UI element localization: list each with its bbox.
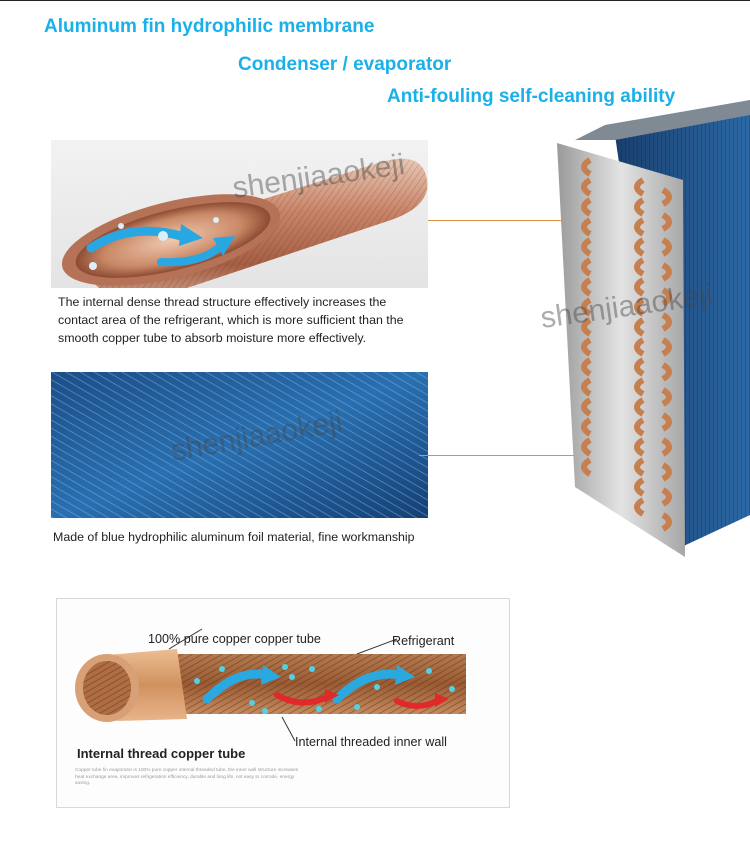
blue-fin-illustration — [51, 372, 428, 518]
pipe-cutaway-illustration — [61, 158, 428, 288]
leader-line-pipe — [428, 220, 568, 221]
top-border-line — [0, 0, 750, 1]
fin-description: Made of blue hydrophilic aluminum foil m… — [53, 530, 415, 544]
copper-tube-bends — [581, 157, 672, 532]
heading-line-1: Aluminum fin hydrophilic membrane — [44, 16, 375, 37]
blue-fin-image — [51, 372, 428, 518]
evaporator-product-image — [545, 95, 750, 565]
evaporator-illustration — [557, 100, 750, 557]
heading-line-2: Condenser / evaporator — [238, 54, 452, 75]
tube-diagram-title: Internal thread copper tube — [77, 746, 246, 761]
leader-line-fin — [419, 455, 711, 456]
label-refrigerant: Refrigerant — [392, 634, 455, 648]
label-inner-wall: Internal threaded inner wall — [295, 735, 447, 749]
tube-diagram-card — [56, 598, 510, 808]
label-copper-tube: 100% pure copper copper tube — [148, 632, 321, 646]
tube-fine-print: Copper tube fin evaporator is 100% pure … — [75, 768, 299, 786]
pipe-description: The internal dense thread structure effe… — [58, 295, 404, 345]
heading-line-3: Anti-fouling self-cleaning ability — [387, 86, 676, 107]
thread-tube-diagram — [75, 628, 466, 742]
pipe-cutaway-image — [51, 140, 428, 288]
